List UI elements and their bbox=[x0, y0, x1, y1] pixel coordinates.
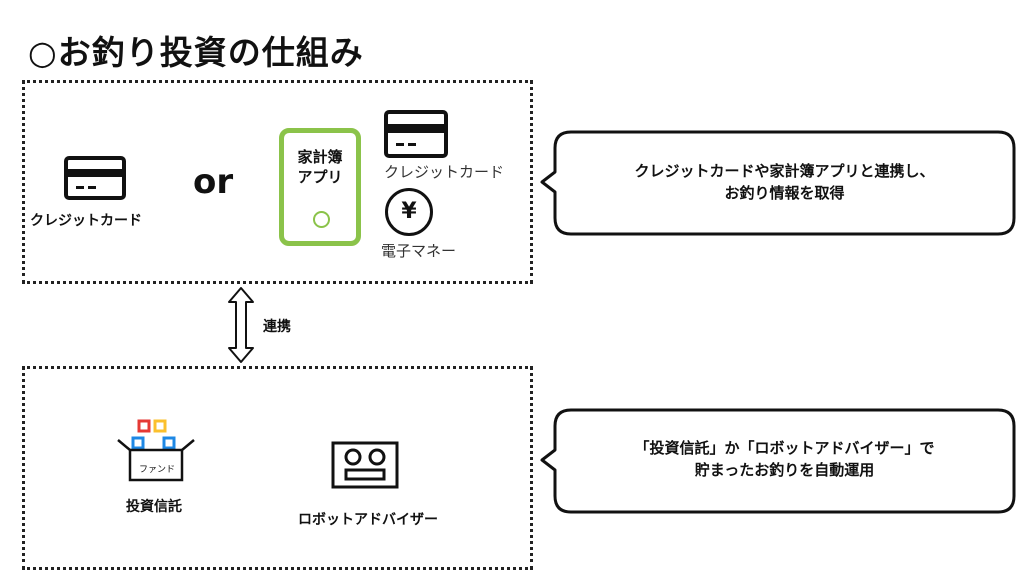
app-label-line2: アプリ bbox=[297, 168, 343, 186]
mutual-fund-icon bbox=[117, 419, 195, 482]
callout-1-line2: お釣り情報を取得 bbox=[724, 184, 845, 202]
or-text: or bbox=[193, 162, 234, 202]
robo-advisor-icon bbox=[331, 441, 399, 489]
emoney-label: 電子マネー bbox=[381, 242, 457, 260]
callout-2-line1: 「投資信託」か「ロボットアドバイザー」で bbox=[634, 439, 935, 457]
yen-coin-icon: ¥ bbox=[385, 188, 433, 236]
callout-1-line1: クレジットカードや家計簿アプリと連携し、 bbox=[634, 162, 935, 180]
fund-box-text: ファンド bbox=[138, 465, 175, 475]
credit-card-icon bbox=[64, 156, 126, 200]
mutual-fund-label: 投資信託 bbox=[126, 499, 182, 515]
page-title: ○お釣り投資の仕組み bbox=[28, 33, 364, 72]
credit-card-small-icon bbox=[384, 110, 448, 158]
callout-2: 「投資信託」か「ロボットアドバイザー」で 貯まったお釣りを自動運用 bbox=[555, 410, 1014, 512]
budget-app-icon: 家計簿 アプリ bbox=[279, 128, 361, 246]
robo-advisor-label: ロボットアドバイザー bbox=[298, 512, 438, 528]
app-home-button-icon bbox=[313, 211, 330, 228]
credit-card-small-label: クレジットカード bbox=[384, 163, 505, 181]
callout-bubble-1 bbox=[540, 130, 1016, 236]
callout-2-line2: 貯まったお釣りを自動運用 bbox=[694, 461, 875, 479]
callout-bubble-2 bbox=[540, 408, 1016, 514]
data-sources-panel bbox=[22, 80, 533, 284]
callout-1: クレジットカードや家計簿アプリと連携し、 お釣り情報を取得 bbox=[555, 132, 1014, 234]
app-label-line1: 家計簿 bbox=[297, 148, 343, 166]
investment-panel bbox=[22, 366, 533, 570]
credit-card-label: クレジットカード bbox=[30, 213, 142, 229]
double-arrow-icon bbox=[228, 287, 254, 363]
link-label: 連携 bbox=[263, 319, 291, 335]
